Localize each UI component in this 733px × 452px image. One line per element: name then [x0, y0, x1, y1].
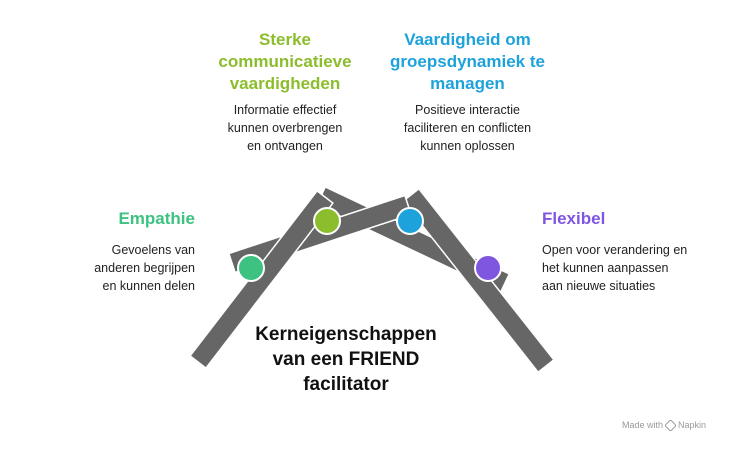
item-communicatie-title-line: communicatieve [218, 52, 352, 71]
item-groepsdynamiek-title-line: managen [430, 74, 505, 93]
item-empathie-title-line: Empathie [118, 209, 195, 228]
center-title-line: van een FRIEND [272, 349, 420, 370]
item-flexibel-desc: Open voor verandering en het kunnen aanp… [542, 241, 717, 295]
item-groepsdynamiek-desc-line: faciliteren en conflicten [403, 121, 532, 135]
item-groepsdynamiek-desc-line: kunnen oplossen [420, 139, 515, 153]
joint-groepsdynamiek [396, 207, 424, 235]
item-empathie-desc: Gevoelens van anderen begrijpen en kunne… [60, 241, 195, 295]
joint-flexibel [474, 254, 502, 282]
item-flexibel: Flexibel Open voor verandering en het ku… [542, 208, 717, 295]
item-groepsdynamiek: Vaardigheid om groepsdynamiek te managen… [370, 29, 565, 155]
beam-left-front [189, 190, 334, 369]
footer: Made with Napkin [622, 418, 707, 432]
footer-made-with: Made with [622, 420, 664, 430]
item-communicatie-title-line: Sterke [259, 30, 311, 49]
item-communicatie-desc-line: en ontvangen [247, 139, 323, 153]
item-communicatie-title-line: vaardigheden [229, 74, 341, 93]
item-flexibel-desc-line: Open voor verandering en [542, 243, 688, 257]
item-communicatie: Sterke communicatieve vaardigheden Infor… [190, 29, 380, 155]
napkin-logo-icon [664, 418, 677, 432]
joint-communicatie [313, 207, 341, 235]
item-flexibel-desc-line: aan nieuwe situaties [542, 279, 656, 293]
item-empathie-title: Empathie [60, 208, 195, 230]
item-flexibel-title-line: Flexibel [542, 209, 606, 228]
item-communicatie-desc: Informatie effectief kunnen overbrengen … [190, 101, 380, 155]
joint-empathie [237, 254, 265, 282]
item-communicatie-desc-line: kunnen overbrengen [227, 121, 343, 135]
item-communicatie-desc-line: Informatie effectief [233, 103, 337, 117]
item-groepsdynamiek-title: Vaardigheid om groepsdynamiek te managen [370, 29, 565, 95]
footer-brand: Napkin [678, 420, 707, 430]
item-flexibel-desc-line: het kunnen aanpassen [542, 261, 669, 275]
item-communicatie-title: Sterke communicatieve vaardigheden [190, 29, 380, 95]
item-empathie-desc-line: anderen begrijpen [94, 261, 195, 275]
beams [189, 186, 555, 373]
item-groepsdynamiek-title-line: Vaardigheid om [404, 30, 531, 49]
center-title-line: facilitator [303, 374, 389, 395]
joints [237, 207, 502, 282]
item-empathie-desc-line: en kunnen delen [102, 279, 195, 293]
item-empathie: Empathie Gevoelens van anderen begrijpen… [60, 208, 195, 295]
beam-right-front [402, 188, 555, 373]
item-groepsdynamiek-title-line: groepsdynamiek te [390, 52, 545, 71]
item-flexibel-title: Flexibel [542, 208, 717, 230]
item-groepsdynamiek-desc-line: Positieve interactie [415, 103, 520, 117]
center-title: Kerneigenschappen van een FRIEND facilit… [246, 322, 446, 397]
item-groepsdynamiek-desc: Positieve interactie faciliteren en conf… [370, 101, 565, 155]
center-title-line: Kerneigenschappen [255, 324, 437, 345]
item-empathie-desc-line: Gevoelens van [111, 243, 195, 257]
